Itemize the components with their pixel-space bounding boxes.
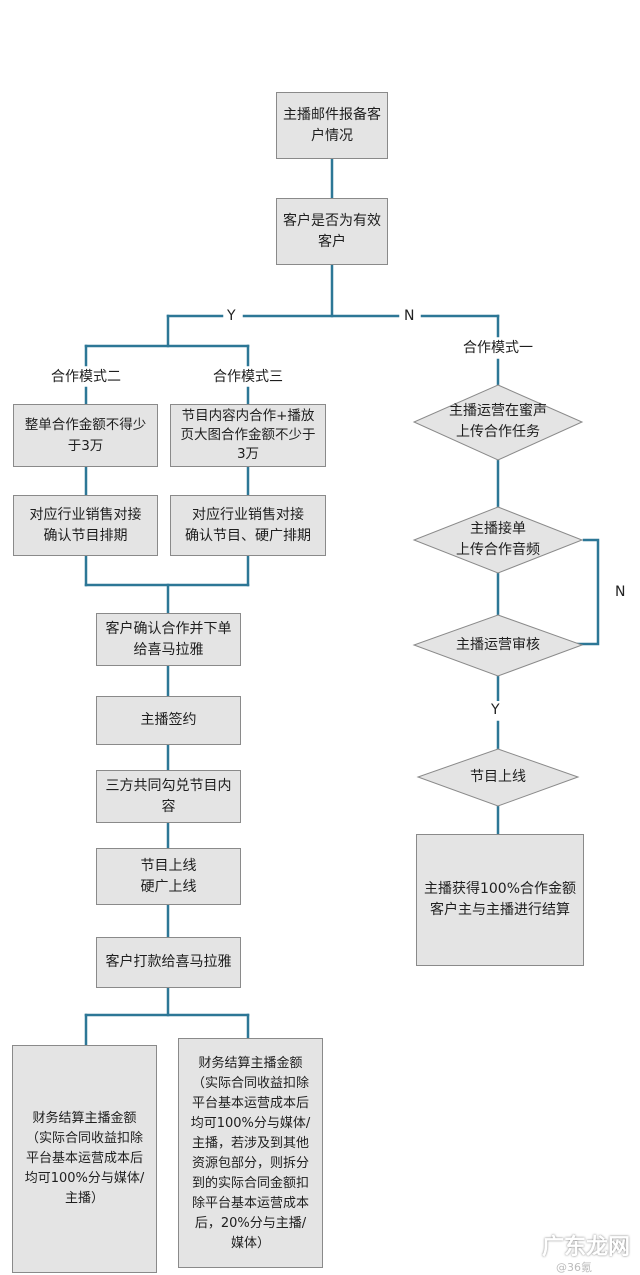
mode3-requirement-box: 节目内容内合作+播放 页大图合作金额不少于 3万 (170, 404, 326, 467)
pay-box: 客户打款给喜马拉雅 (96, 937, 241, 988)
diamond-review-text: 主播运营审核 (456, 636, 540, 653)
mode2-requirement-box: 整单合作金额不得少 于3万 (13, 404, 158, 467)
mode1-title: 合作模式一 (463, 339, 533, 356)
valid-check-box: 客户是否为有效 客户 (276, 198, 388, 265)
sign-box: 主播签约 (96, 696, 241, 745)
no-label-main: N (401, 307, 418, 325)
mode3-sales-box: 对应行业销售对接 确认节目、硬广排期 (170, 495, 326, 556)
diamond-task-text: 主播运营在蜜声 上传合作任务 (449, 403, 547, 440)
watermark-brand: 广东龙网 (541, 1235, 630, 1260)
confirm-order-box: 客户确认合作并下单 给喜马拉雅 (96, 613, 241, 666)
diamond-accept (412, 506, 584, 574)
tripartite-box: 三方共同勾兑节目内 容 (96, 770, 241, 823)
finance-right-box: 财务结算主播金额 （实际合同收益扣除 平台基本运营成本后 均可100%分与媒体/… (178, 1038, 323, 1268)
diamond-online-text: 节目上线 (470, 768, 526, 785)
finance-left-box: 财务结算主播金额 （实际合同收益扣除 平台基本运营成本后 均可100%分与媒体/… (12, 1045, 157, 1273)
mode1-result-box: 主播获得100%合作金额 客户主与主播进行结算 (416, 834, 584, 966)
diamond-accept-text: 主播接单 上传合作音频 (456, 521, 540, 558)
yes-label-review: Y (488, 701, 503, 719)
diamond-online (416, 748, 580, 807)
diamond-task (412, 384, 584, 461)
mode2-title: 合作模式二 (51, 368, 121, 385)
mode3-title: 合作模式三 (213, 368, 283, 385)
diamond-review (412, 614, 584, 677)
report-box: 主播邮件报备客 户情况 (276, 92, 388, 159)
yes-label-main: Y (224, 307, 239, 325)
program-online-box: 节目上线 硬广上线 (96, 848, 241, 905)
connector-no-loop (574, 538, 600, 646)
no-label-loop: N (612, 583, 629, 601)
watermark-source: @36氪 (556, 1261, 592, 1274)
mode2-sales-box: 对应行业销售对接 确认节目排期 (13, 495, 158, 556)
